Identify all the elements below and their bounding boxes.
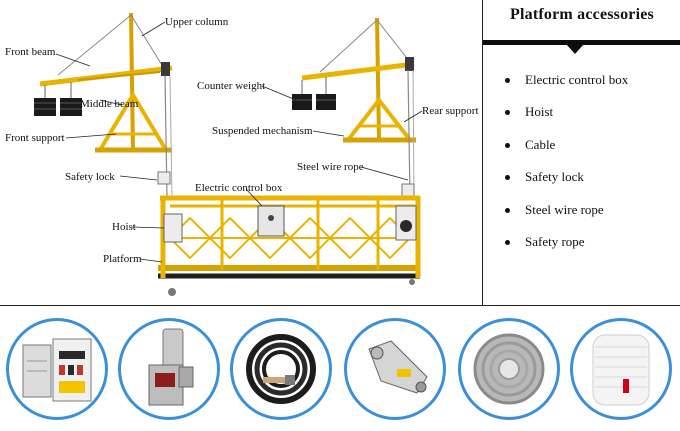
label-front-support: Front support [5, 132, 65, 144]
bullet-icon [505, 142, 510, 148]
gondola-diagram: Front beam Upper column Middle beam Fron… [5, 12, 479, 296]
accessories-panel: Platform accessories Electric control bo… [482, 0, 680, 305]
label-middle-beam: Middle beam [80, 98, 139, 110]
cable-icon [230, 318, 332, 420]
safety-rope-icon [570, 318, 672, 420]
title-divider [483, 40, 680, 45]
accessory-thumbnails [0, 318, 680, 430]
label-safety-lock: Safety lock [65, 171, 115, 183]
label-steel-wire-rope: Steel wire rope [297, 161, 364, 173]
title-divider-arrow [566, 44, 584, 54]
bullet-icon [505, 78, 510, 83]
platform-body [158, 195, 421, 296]
label-suspended-mechanism: Suspended mechanism [212, 125, 313, 137]
bullet-icon [505, 175, 510, 181]
label-upper-column: Upper column [165, 16, 229, 28]
section-divider [0, 305, 680, 306]
electric-control-box-icon [6, 318, 108, 420]
bullet-icon [505, 239, 510, 245]
label-front-beam: Front beam [5, 46, 56, 58]
label-platform: Platform [103, 253, 142, 265]
bullet-icon [505, 110, 510, 116]
hoist-icon [118, 318, 220, 420]
steel-wire-rope-icon [458, 318, 560, 420]
label-hoist: Hoist [112, 221, 136, 233]
left-suspension-unit [34, 12, 173, 153]
label-counter-weight: Counter weight [197, 80, 265, 92]
panel-title: Platform accessories [510, 6, 654, 23]
label-rear-support: Rear support [422, 105, 479, 117]
label-electric-control-box: Electric control box [195, 182, 283, 194]
bullet-icon [505, 207, 510, 213]
safety-lock-icon [344, 318, 446, 420]
right-suspension-unit [292, 17, 416, 143]
